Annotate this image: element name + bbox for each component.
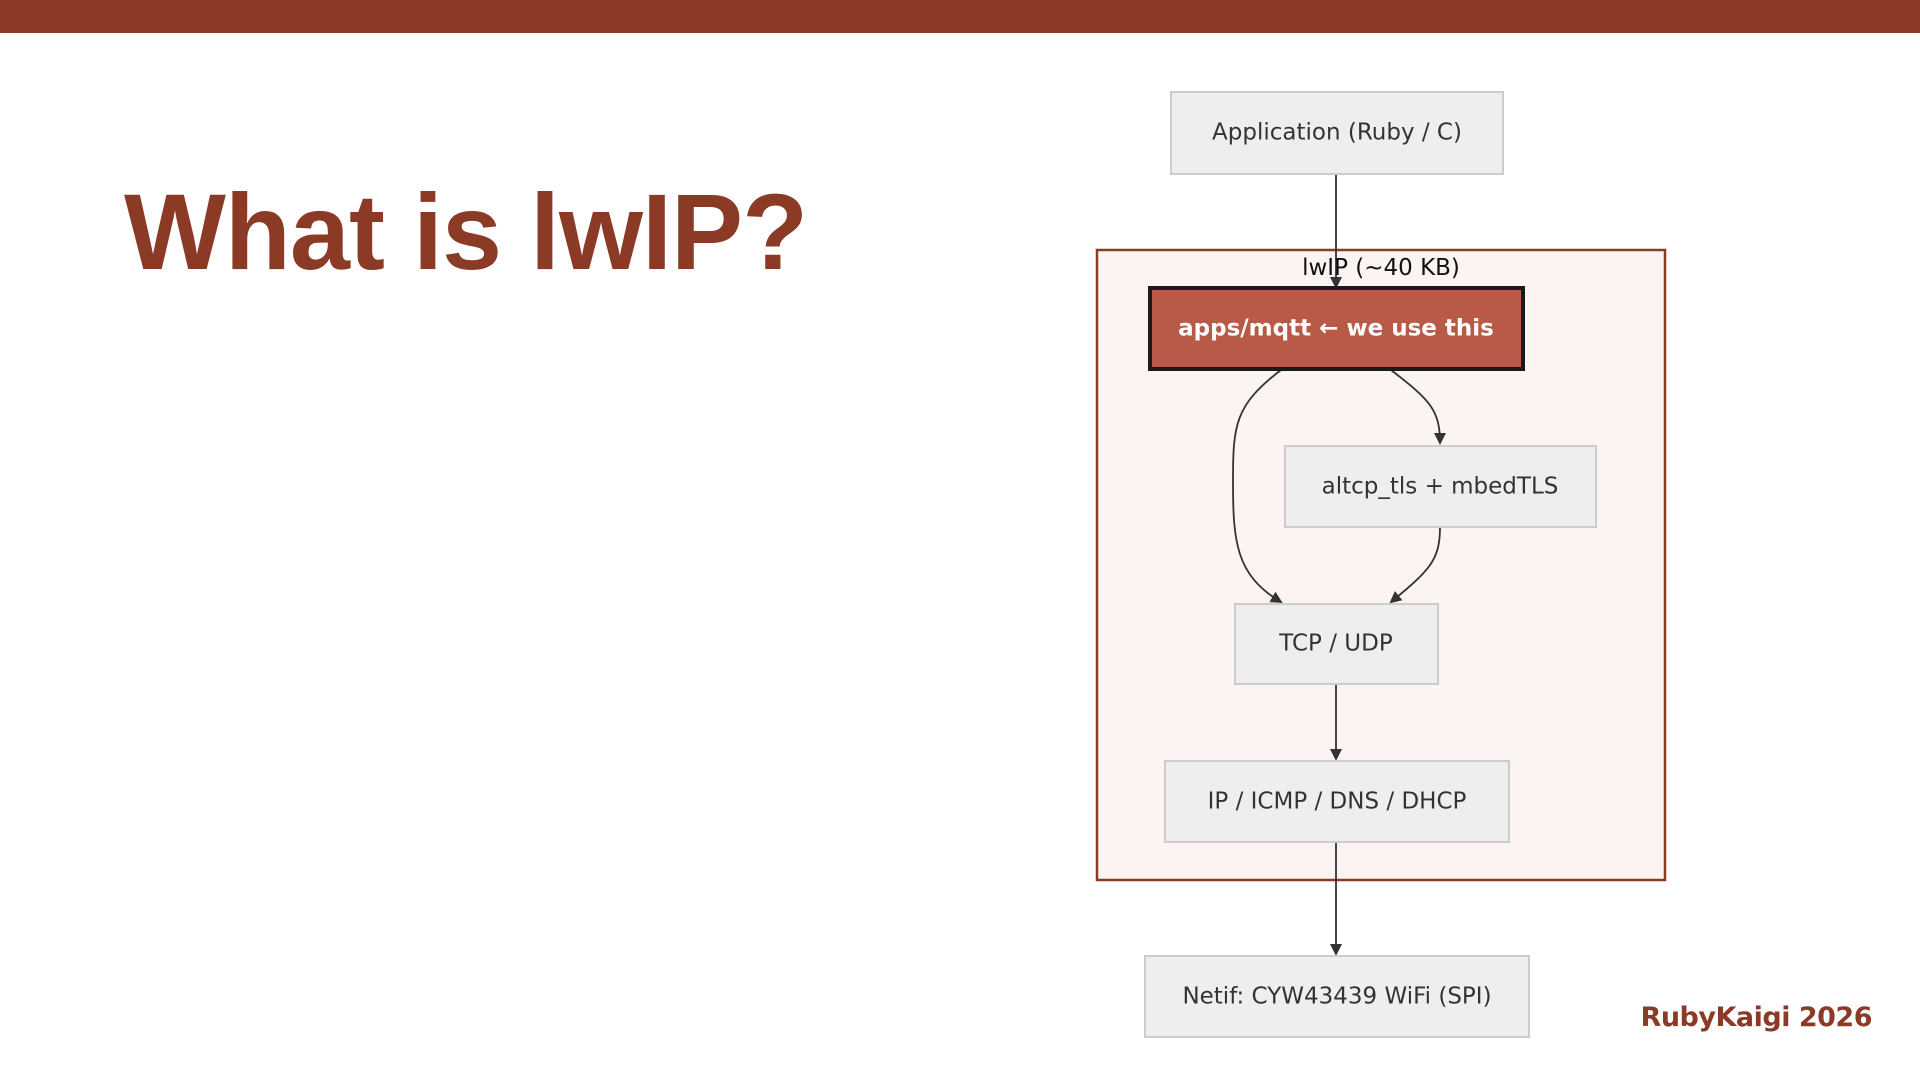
node-ip-label: IP / ICMP / DNS / DHCP [1208,789,1467,815]
node-application: Application (Ruby / C) [1170,91,1504,175]
top-accent-bar [0,0,1920,33]
node-netif-label: Netif: CYW43439 WiFi (SPI) [1182,984,1491,1010]
node-mqtt-label: apps/mqtt ← we use this [1178,316,1494,342]
lwip-cluster-label: lwIP (~40 KB) [1302,255,1460,281]
edge-mqtt-to-tcp-udp [1232,369,1283,604]
node-application-label: Application (Ruby / C) [1212,120,1462,146]
node-altcp-tls: altcp_tls + mbedTLS [1284,445,1597,528]
edge-tls-to-tcp-udp [1389,526,1441,604]
node-mqtt: apps/mqtt ← we use this [1148,286,1525,371]
node-tcp-udp: TCP / UDP [1234,603,1439,685]
node-altcp-tls-label: altcp_tls + mbedTLS [1322,474,1559,500]
node-netif: Netif: CYW43439 WiFi (SPI) [1144,955,1530,1038]
node-ip: IP / ICMP / DNS / DHCP [1164,760,1510,843]
edge-mqtt-to-tls [1390,369,1446,445]
node-tcp-udp-label: TCP / UDP [1278,631,1393,657]
event-footer: RubyKaigi 2026 [1640,1002,1873,1033]
slide-title: What is lwIP? [124,171,808,292]
